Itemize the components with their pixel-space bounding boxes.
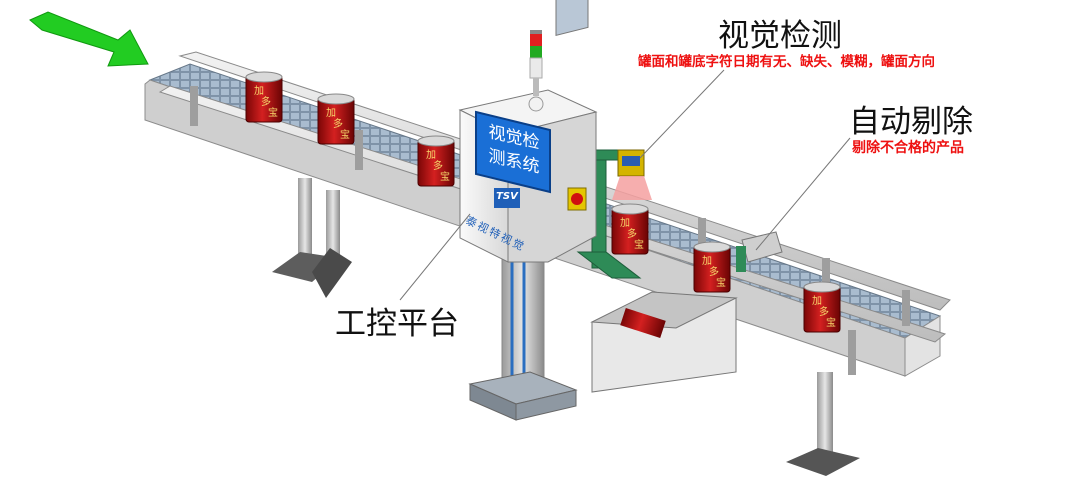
reject-description: 剔除不合格的产品 bbox=[852, 140, 964, 156]
side-window bbox=[555, 0, 589, 36]
can-label-char: 多 bbox=[627, 227, 637, 240]
can-label-char: 宝 bbox=[268, 106, 278, 119]
beverage-can: 加多宝 bbox=[611, 203, 649, 255]
emergency-stop-icon[interactable] bbox=[567, 187, 587, 211]
can-label-char: 加 bbox=[812, 295, 822, 307]
brand-logo-plate bbox=[494, 188, 520, 208]
can-label-char: 加 bbox=[702, 255, 712, 267]
leader-lines bbox=[399, 69, 851, 301]
can-label-char: 多 bbox=[819, 305, 829, 318]
beverage-can: 加多宝 bbox=[693, 241, 731, 293]
signal-light-icon bbox=[529, 30, 543, 96]
conveyor-legs bbox=[272, 178, 860, 476]
can-label-char: 宝 bbox=[716, 276, 726, 289]
camera-icon bbox=[612, 149, 652, 200]
arrow-right-icon bbox=[29, 11, 149, 67]
can-label-char: 加 bbox=[426, 149, 436, 161]
can-label-char: 多 bbox=[433, 159, 443, 172]
can-label-char: 宝 bbox=[826, 316, 836, 329]
can-label-char: 宝 bbox=[340, 128, 350, 141]
can-label-char: 多 bbox=[333, 117, 343, 130]
can-label-char: 宝 bbox=[440, 170, 450, 183]
can-label-char: 加 bbox=[620, 217, 630, 229]
can-label-char: 多 bbox=[709, 265, 719, 278]
reject-title: 自动剔除 bbox=[849, 104, 973, 140]
can-label-char: 加 bbox=[326, 107, 336, 119]
beverage-can: 加多宝 bbox=[317, 93, 355, 145]
beverage-can: 加多宝 bbox=[417, 135, 455, 187]
beverage-can: 加多宝 bbox=[803, 281, 841, 333]
can-label-char: 多 bbox=[261, 95, 271, 108]
vision-title: 视觉检测 bbox=[718, 18, 842, 54]
can-label-char: 加 bbox=[254, 85, 264, 97]
platform-title: 工控平台 bbox=[335, 306, 459, 342]
brand-logo-text: TSV bbox=[496, 191, 518, 202]
can-group: 加多宝加多宝加多宝加多宝加多宝加多宝 bbox=[245, 71, 841, 333]
vision-description: 罐面和罐底字符日期有无、缺失、模糊，罐面方向 bbox=[638, 54, 935, 70]
reject-bin bbox=[590, 291, 738, 393]
cabinet-screen bbox=[475, 110, 551, 194]
beverage-can: 加多宝 bbox=[245, 71, 283, 123]
reject-pusher bbox=[736, 231, 783, 272]
control-platform-base bbox=[468, 239, 578, 421]
can-label-char: 宝 bbox=[634, 238, 644, 251]
